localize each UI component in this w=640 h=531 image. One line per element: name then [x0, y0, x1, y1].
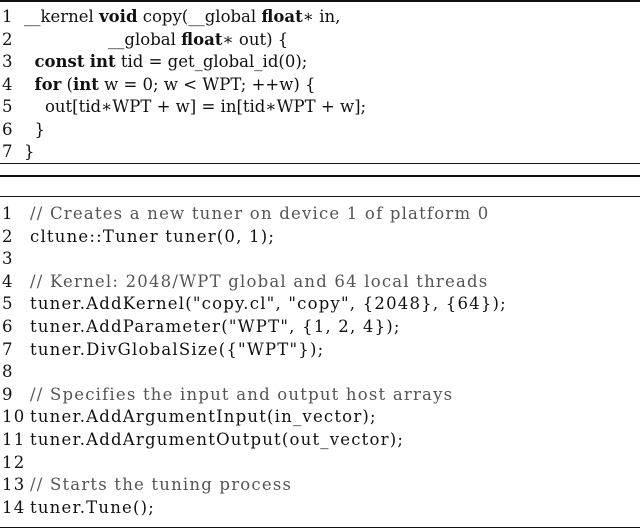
listing-a-bottom-rule [0, 163, 640, 164]
line-number: 7 [2, 142, 13, 161]
line-number: 6 [2, 317, 14, 336]
code-line: 13// Starts the tuning process [0, 474, 292, 496]
line-number: 1 [2, 7, 13, 26]
code-line: 8 [0, 361, 30, 383]
code-text: tuner.AddKernel("copy.cl", "copy", {2048… [30, 294, 507, 314]
line-number: 4 [2, 271, 14, 291]
code-keyword: int [89, 52, 116, 71]
code-line: 1 __kernel void copy(__global float∗ in, [0, 6, 340, 28]
line-number: 5 [2, 97, 13, 116]
code-line: 3 [0, 248, 30, 270]
code-line: 4 // Kernel: 2048/WPT global and 64 local… [0, 271, 488, 293]
code-comment: // Kernel: 2048/WPT global and 64 local … [30, 271, 489, 291]
code-keyword: int [72, 74, 99, 94]
code-line: 1 // Creates a new tuner on device 1 of p… [0, 203, 489, 225]
code-text: tuner.DivGlobalSize({"WPT"}); [30, 339, 325, 359]
code-text: ( [61, 74, 73, 94]
line-number: 14 [2, 497, 26, 517]
line-number: 12 [2, 452, 26, 472]
code-line: 6 tuner.AddParameter("WPT", {1, 2, 4}); [0, 316, 401, 338]
code-text: } [24, 142, 35, 161]
code-line: 6 } [0, 119, 45, 141]
line-number: 6 [2, 119, 13, 139]
code-text: cltune::Tuner tuner(0, 1); [30, 226, 276, 246]
code-text: } [24, 119, 45, 139]
code-line: 9 // Specifies the input and output host … [0, 384, 453, 406]
code-keyword: for [34, 74, 62, 94]
listing-b-header-rule [0, 196, 640, 197]
code-text: tuner.Tune(); [30, 497, 156, 517]
code-line: 12 [0, 452, 30, 474]
code-comment: // Starts the tuning process [30, 475, 293, 495]
code-text: ∗ in, [302, 7, 341, 26]
line-number: 3 [2, 52, 13, 71]
code-text: tuner.AddArgumentOutput(out_vector); [30, 430, 405, 449]
listing-b-bottom-rule [0, 527, 640, 528]
code-text: tuner.AddParameter("WPT", {1, 2, 4}); [30, 317, 401, 336]
code-text: tuner.AddArgumentInput(in_vector); [30, 407, 377, 427]
code-comment: // Specifies the input and output host a… [30, 384, 454, 404]
code-text: __kernel [24, 7, 100, 26]
code-text: out[tid∗WPT + w] = in[tid∗WPT + w]; [24, 97, 367, 116]
code-text: tid = get_global_id(0); [115, 52, 308, 71]
line-number: 5 [2, 294, 14, 314]
kernel-code-listing: 1__kernel void copy(__global float∗ in,2… [0, 0, 640, 163]
code-line: 4 for (int w = 0; w < WPT; ++w) { [0, 74, 316, 96]
line-number: 3 [2, 249, 14, 269]
line-number: 7 [2, 339, 14, 359]
code-line: 3 const int tid = get_global_id(0); [0, 51, 307, 73]
code-keyword: float [181, 29, 223, 49]
code-text: copy(__global [137, 7, 262, 26]
code-line: 2 cltune::Tuner tuner(0, 1); [0, 226, 275, 248]
line-number: 2 [2, 29, 13, 49]
code-text: ∗ out) { [222, 29, 289, 49]
code-text: w = 0; w < WPT; ++w) { [98, 74, 316, 94]
line-number: 1 [2, 204, 14, 223]
line-number: 8 [2, 362, 14, 382]
code-keyword: void [99, 7, 138, 26]
code-keyword: float [261, 7, 303, 26]
code-keyword: const [34, 52, 85, 71]
listing-b-top-rule [0, 175, 640, 177]
line-number: 10 [2, 407, 26, 427]
line-number: 13 [2, 475, 26, 495]
line-number: 9 [2, 384, 14, 404]
line-number: 4 [2, 74, 13, 94]
code-line: 5 tuner.AddKernel("copy.cl", "copy", {204… [0, 293, 507, 315]
code-line: 5 out[tid∗WPT + w] = in[tid∗WPT + w]; [0, 96, 366, 118]
line-number: 11 [2, 430, 26, 449]
code-line: 7} [0, 141, 35, 163]
listing-a-top-rule [0, 0, 640, 2]
code-comment: // Creates a new tuner on device 1 of pl… [30, 204, 490, 223]
line-number: 2 [2, 226, 14, 246]
code-line: 7 tuner.DivGlobalSize({"WPT"}); [0, 339, 324, 361]
code-line: 2 __global float∗ out) { [0, 29, 288, 51]
code-text: __global [24, 29, 182, 49]
